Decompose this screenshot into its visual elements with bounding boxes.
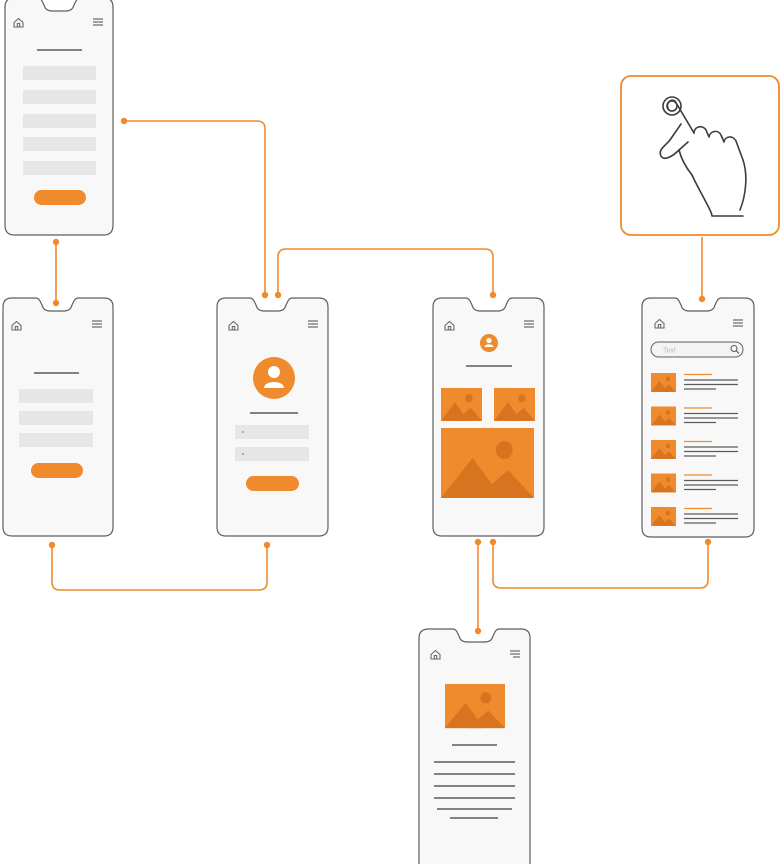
body-text (434, 761, 515, 819)
menu-icon[interactable] (524, 320, 534, 328)
home-icon[interactable] (654, 318, 665, 329)
search-list-screen: Text (641, 297, 755, 538)
connector-line (124, 120, 266, 295)
connector-dot (698, 295, 706, 303)
connector-line (277, 248, 494, 295)
home-icon[interactable] (228, 320, 239, 331)
connector-dot (261, 291, 269, 299)
image-placeholder-icon[interactable] (445, 684, 505, 729)
list-item[interactable] (651, 473, 738, 493)
field-marker (241, 430, 245, 434)
input-field[interactable] (23, 161, 96, 175)
connector-dot (263, 541, 271, 549)
connector-dot (704, 538, 712, 546)
connector-dot (274, 291, 282, 299)
home-icon[interactable] (430, 649, 441, 660)
connector-dots (48, 117, 712, 635)
connector-dot (48, 541, 56, 549)
connector-dot (52, 238, 60, 246)
image-placeholder-icon[interactable] (494, 388, 535, 421)
save-button[interactable] (246, 476, 299, 491)
connector-dot (474, 627, 482, 635)
detail-screen (418, 628, 531, 864)
input-field[interactable] (23, 90, 96, 104)
image-placeholder-icon[interactable] (441, 428, 534, 498)
list-item[interactable] (651, 440, 738, 459)
input-field[interactable] (23, 114, 96, 128)
user-avatar-icon[interactable] (253, 357, 295, 399)
image-placeholder-icon (651, 473, 676, 493)
list-item[interactable] (651, 406, 738, 426)
gesture-card (620, 75, 780, 236)
user-avatar-icon[interactable] (480, 334, 498, 352)
menu-icon[interactable] (93, 18, 103, 26)
list-item[interactable] (651, 373, 738, 392)
phone-frame (216, 297, 329, 537)
image-placeholder-icon (651, 373, 676, 392)
search-input[interactable] (650, 341, 744, 358)
list-item[interactable] (651, 507, 738, 526)
phone-frame (418, 628, 531, 864)
submit-button[interactable] (34, 190, 86, 205)
menu-icon[interactable] (733, 319, 743, 327)
menu-icon[interactable] (92, 320, 102, 328)
connector-dot (489, 538, 497, 546)
input-field[interactable] (235, 447, 309, 461)
image-placeholder-icon (651, 507, 676, 526)
connector-line (51, 545, 268, 591)
flow-connectors (51, 120, 709, 631)
home-icon[interactable] (13, 17, 24, 28)
field-marker (241, 452, 245, 456)
input-field[interactable] (19, 389, 93, 403)
menu-icon[interactable] (510, 650, 520, 658)
search-icon[interactable] (730, 344, 740, 354)
input-field[interactable] (19, 433, 93, 447)
input-field[interactable] (23, 137, 96, 151)
connector-line (492, 542, 709, 589)
input-field[interactable] (235, 425, 309, 439)
login-button[interactable] (31, 463, 83, 478)
home-icon[interactable] (11, 320, 22, 331)
hand-tap-gesture-icon[interactable] (659, 96, 747, 217)
profile-screen (216, 297, 329, 537)
menu-icon[interactable] (308, 320, 318, 328)
search-placeholder: Text (663, 348, 676, 355)
gesture-card-frame (620, 75, 780, 236)
input-field[interactable] (23, 66, 96, 80)
image-placeholder-icon (651, 440, 676, 459)
gallery-screen (432, 297, 545, 537)
connector-dot (489, 291, 497, 299)
image-placeholder-icon (651, 406, 676, 426)
input-field[interactable] (19, 411, 93, 425)
connector-dot (52, 299, 60, 307)
login-screen (2, 297, 114, 537)
image-placeholder-icon[interactable] (441, 388, 482, 421)
connector-dot (120, 117, 128, 125)
home-icon[interactable] (444, 320, 455, 331)
signup-screen (4, 0, 114, 236)
connector-dot (474, 538, 482, 546)
